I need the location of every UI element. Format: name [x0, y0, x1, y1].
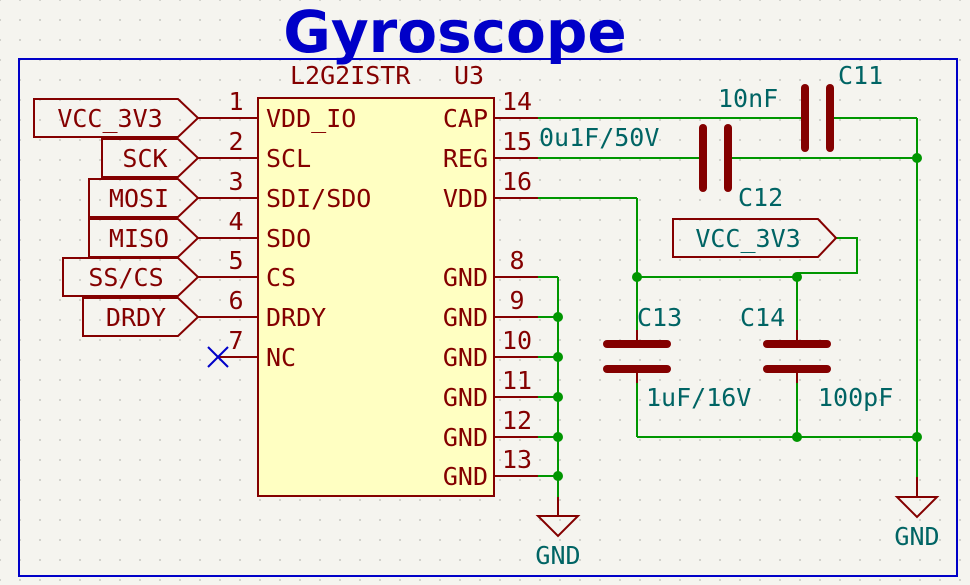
- svg-text:MISO: MISO: [109, 224, 169, 253]
- pin-number: 12: [502, 406, 532, 435]
- capacitor-c14[interactable]: [763, 340, 831, 373]
- left-pin-numbers: 1 2 3 4 5 6 7: [228, 87, 243, 355]
- svg-text:SCK: SCK: [122, 144, 167, 173]
- svg-text:VCC_3V3: VCC_3V3: [57, 104, 162, 133]
- pin-number: 2: [228, 127, 243, 156]
- pin-number: 8: [509, 246, 524, 275]
- junction-dots: [553, 153, 922, 481]
- pin-name: SCL: [266, 144, 311, 173]
- pin-name: VDD: [443, 184, 488, 213]
- c12-value: 0u1F/50V: [539, 123, 659, 152]
- pin-name: GND: [443, 462, 488, 491]
- left-pin-names: VDD_IO SCL SDI/SDO SDO CS DRDY NC: [266, 104, 371, 372]
- pin-number: 10: [502, 326, 532, 355]
- pin-name: VDD_IO: [266, 104, 356, 133]
- net-label-vcc-right[interactable]: VCC_3V3: [672, 218, 838, 258]
- pin-number: 15: [502, 127, 532, 156]
- pin-name: SDO: [266, 224, 311, 253]
- sheet-frame: [18, 58, 958, 577]
- pin-number: 7: [228, 326, 243, 355]
- pin-name: CS: [266, 263, 296, 292]
- left-pin-lines: [198, 117, 258, 358]
- pin-number: 9: [509, 286, 524, 315]
- pin-name: GND: [443, 303, 488, 332]
- capacitor-c11[interactable]: [801, 84, 834, 152]
- pin-number: 11: [502, 366, 532, 395]
- svg-text:SS/CS: SS/CS: [88, 263, 163, 292]
- net-label-miso[interactable]: MISO: [88, 218, 200, 258]
- pin-number: 5: [228, 246, 243, 275]
- pin-name: DRDY: [266, 303, 326, 332]
- capacitor-leads: [636, 330, 798, 383]
- c12-ref: C12: [738, 183, 783, 212]
- c11-ref: C11: [838, 61, 883, 90]
- pin-name: GND: [443, 263, 488, 292]
- right-pin-lines: [494, 117, 538, 477]
- c14-value: 100pF: [818, 383, 893, 412]
- pin-name: CAP: [443, 104, 488, 133]
- net-label-ss-cs[interactable]: SS/CS: [62, 257, 200, 297]
- no-connect-icon: [207, 346, 229, 368]
- pin-name: GND: [443, 383, 488, 412]
- capacitor-c13[interactable]: [603, 340, 671, 373]
- pin-number: 16: [502, 167, 532, 196]
- pin-name: GND: [443, 343, 488, 372]
- pin-number: 13: [502, 445, 532, 474]
- pin-number: 6: [228, 286, 243, 315]
- svg-text:VCC_3V3: VCC_3V3: [695, 224, 800, 253]
- pin-name: REG: [443, 144, 488, 173]
- gnd-symbol-chip[interactable]: GND: [535, 497, 581, 570]
- svg-text:DRDY: DRDY: [106, 303, 166, 332]
- right-pin-names: CAP REG VDD GND GND GND GND GND GND: [443, 104, 488, 491]
- pin-name: SDI/SDO: [266, 184, 371, 213]
- chip-body[interactable]: [257, 97, 495, 497]
- c13-ref: C13: [637, 303, 682, 332]
- pin-number: 14: [502, 87, 532, 116]
- right-pin-numbers: 14 15 16 8 9 10 11 12 13: [502, 87, 532, 474]
- pin-name: GND: [443, 423, 488, 452]
- pin-number: 4: [228, 207, 243, 236]
- net-label-drdy[interactable]: DRDY: [82, 297, 200, 337]
- capacitor-c12[interactable]: [699, 124, 732, 192]
- c11-value: 10nF: [718, 84, 778, 113]
- svg-text:GND: GND: [894, 522, 939, 551]
- gnd-symbol-right[interactable]: GND: [894, 477, 940, 551]
- svg-text:GND: GND: [535, 541, 580, 570]
- c14-ref: C14: [740, 303, 785, 332]
- chip-part-label: L2G2ISTR: [290, 61, 411, 90]
- pin-name: NC: [266, 343, 296, 372]
- pin-number: 3: [228, 167, 243, 196]
- pin-number: 1: [228, 87, 243, 116]
- svg-text:MOSI: MOSI: [109, 184, 169, 213]
- sheet-title: Gyroscope: [283, 0, 626, 66]
- net-label-vcc-left[interactable]: VCC_3V3: [33, 98, 200, 138]
- chip-ref-label: U3: [454, 61, 484, 90]
- net-label-sck[interactable]: SCK: [101, 138, 200, 178]
- c13-value: 1uF/16V: [646, 383, 751, 412]
- net-label-mosi[interactable]: MOSI: [88, 178, 200, 218]
